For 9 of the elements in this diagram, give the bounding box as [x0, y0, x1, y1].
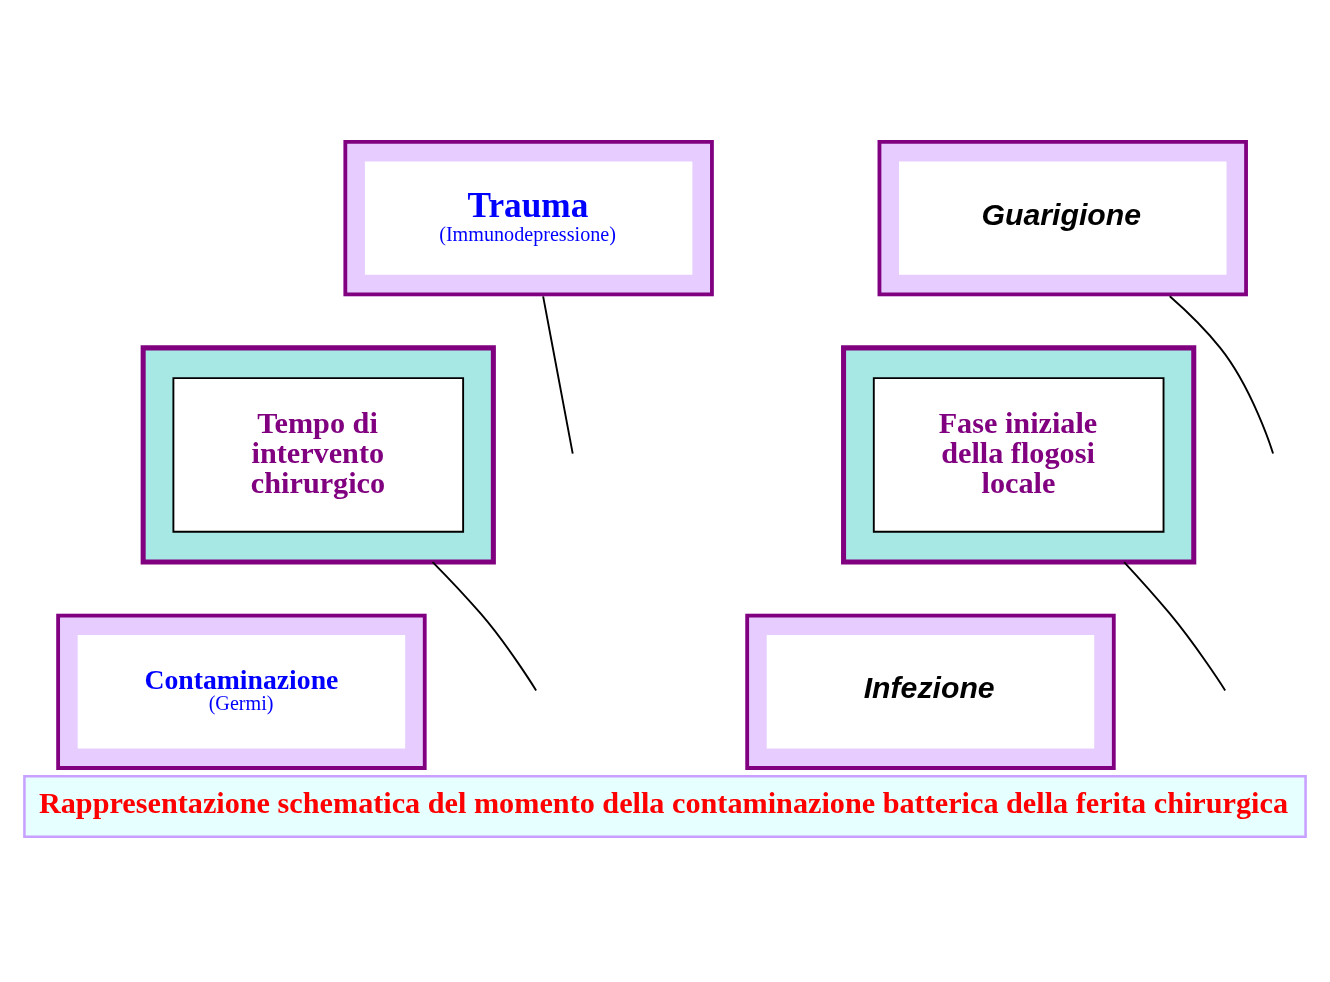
- cluster: [841, 344, 1197, 565]
- node-box: Fase iniziale della flogosi locale: [872, 376, 1165, 533]
- connector: [431, 560, 538, 691]
- caption: Rappresentazione schematica del momento della contaminazione batterica della ferita chirurgica: [38, 785, 1289, 820]
- connector: [542, 295, 574, 455]
- connector: [1123, 560, 1227, 691]
- node-box: Tempo di intervento chirurgico: [172, 376, 465, 533]
- cluster: [140, 344, 496, 565]
- connector: [1168, 294, 1274, 454]
